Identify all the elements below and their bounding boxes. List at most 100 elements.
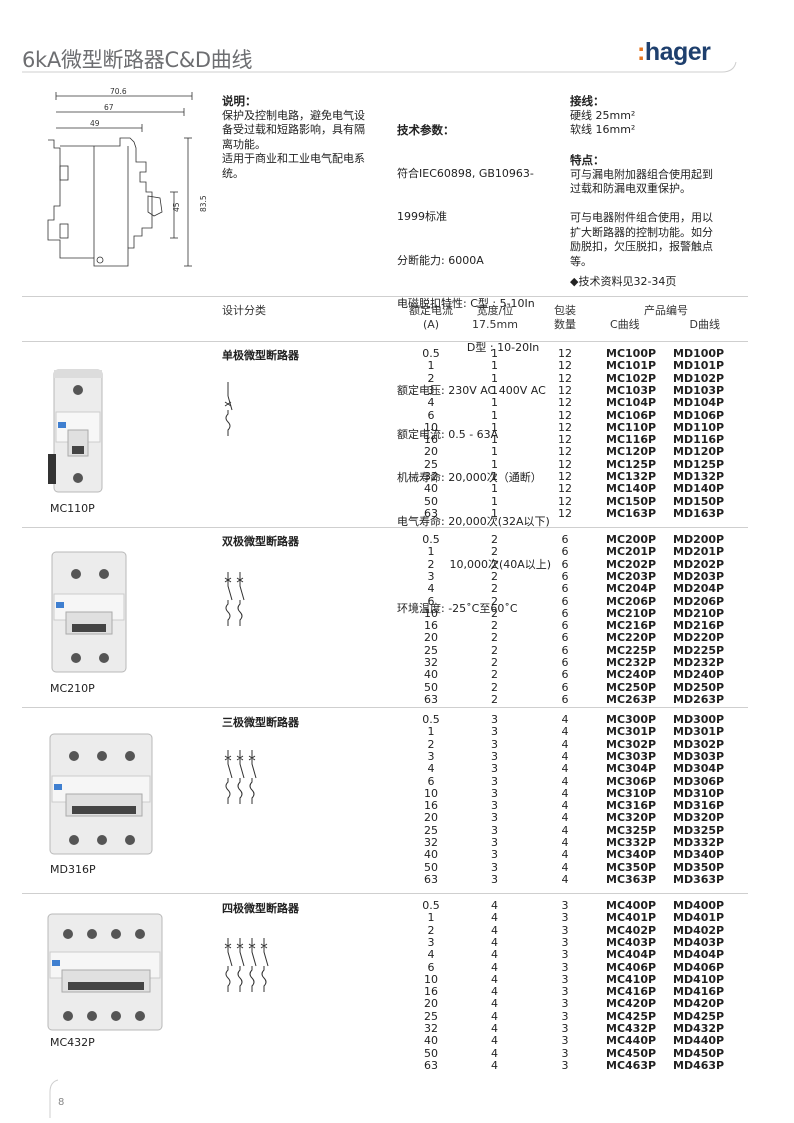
rated-current: 10 <box>424 606 438 620</box>
module-width: 1 <box>491 383 498 397</box>
module-width: 1 <box>491 433 498 447</box>
c-curve-code: MC401P <box>606 911 657 925</box>
c-curve-code: MC204P <box>606 582 657 596</box>
wiring-heading: 接线： <box>570 94 605 108</box>
description-line: 离功能。 <box>222 137 266 151</box>
col-code: 产品编号 C曲线 D曲线 <box>606 304 726 331</box>
d-curve-code: MD440P <box>673 1034 725 1048</box>
pack-quantity: 6 <box>561 619 569 633</box>
pack-quantity: 4 <box>561 799 569 813</box>
module-width: 3 <box>491 786 498 800</box>
d-curve-code: MD110P <box>673 420 725 434</box>
c-curve-code: MC220P <box>606 631 657 645</box>
d-curve-code: MD132P <box>673 470 725 483</box>
features-line: 等。 <box>570 254 592 268</box>
c-curve-code: MC125P <box>606 457 657 471</box>
c-curve-code: MC363P <box>606 872 657 886</box>
module-width: 3 <box>491 811 498 825</box>
d-curve-code: MD125P <box>673 457 725 471</box>
d-curve-code: MD102P <box>673 371 725 385</box>
product-label-4p: MC432P <box>50 1036 95 1049</box>
rated-current: 1 <box>427 911 435 925</box>
c-curve-code: MC410P <box>606 972 657 986</box>
pack-quantity: 6 <box>561 606 569 620</box>
c-curve-code: MC116P <box>606 433 657 447</box>
module-width: 2 <box>491 557 498 571</box>
c-curve-code: MC463P <box>606 1058 657 1072</box>
c-curve-code: MC400P <box>606 899 657 912</box>
c-curve-code: MC406P <box>606 960 657 974</box>
pack-quantity: 6 <box>561 582 569 596</box>
pack-quantity: 4 <box>561 774 569 788</box>
rated-current: 16 <box>424 619 438 633</box>
c-curve-code: MC203P <box>606 569 657 583</box>
pack-quantity: 6 <box>561 594 569 608</box>
c-curve-code: MC450P <box>606 1046 657 1060</box>
tech-line: 电气寿命: 20,000次(32A以下) <box>397 514 550 528</box>
module-width: 3 <box>491 713 498 726</box>
c-curve-code: MC332P <box>606 836 657 849</box>
d-curve-code: MD150P <box>673 494 725 508</box>
c-curve-code: MC263P <box>606 692 657 706</box>
breaker-2p-image <box>51 551 127 673</box>
rated-current: 6 <box>427 774 435 788</box>
dim-45: 45 <box>172 202 181 212</box>
module-width: 1 <box>491 506 498 520</box>
rated-current: 63 <box>424 506 438 520</box>
tech-line: 电磁脱扣特性: C型 : 5-10In <box>397 297 535 310</box>
d-curve-code: MD302P <box>673 737 725 751</box>
circuit-symbol-3p <box>224 750 257 804</box>
module-width: 1 <box>491 347 498 360</box>
pack-quantity: 6 <box>561 680 569 694</box>
d-curve-code: MD204P <box>673 582 725 596</box>
pack-quantity: 3 <box>561 899 569 912</box>
c-curve-code: MC202P <box>606 557 657 571</box>
d-curve-code: MD120P <box>673 445 725 459</box>
circuit-symbol-1p <box>224 382 233 436</box>
description-line: 适用于商业和工业电气配电系 <box>222 152 365 165</box>
c-curve-code: MC432P <box>606 1022 657 1035</box>
pack-quantity: 4 <box>561 762 569 776</box>
page-title: 6kA微型断路器C&D曲线 <box>22 48 253 72</box>
c-curve-code: MC106P <box>606 408 657 422</box>
pack-quantity: 12 <box>558 396 572 410</box>
d-curve-code: MD463P <box>673 1058 725 1072</box>
module-width: 4 <box>491 899 498 912</box>
d-curve-code: MD220P <box>673 631 725 645</box>
c-curve-code: MC101P <box>606 359 657 373</box>
d-curve-code: MD320P <box>673 811 725 825</box>
c-curve-code: MC102P <box>606 371 657 385</box>
rated-current: 2 <box>427 371 435 385</box>
tech-line: 10,000次(40A以上) <box>397 558 552 571</box>
product-label-3p: MD316P <box>50 863 96 876</box>
pack-quantity: 12 <box>558 433 572 447</box>
col-width: 宽度/位 17.5mm <box>466 304 524 331</box>
pack-quantity: 4 <box>561 737 569 751</box>
dim-49: 49 <box>90 119 100 128</box>
pack-quantity: 4 <box>561 848 569 862</box>
c-curve-code: MC304P <box>606 762 657 776</box>
c-curve-code: MC402P <box>606 923 657 937</box>
d-curve-code: MD304P <box>673 762 725 776</box>
dim-67: 67 <box>104 103 114 112</box>
col-pack-unit: 数量 <box>554 317 576 331</box>
d-curve-code: MD301P <box>673 725 725 739</box>
rated-current: 50 <box>424 680 438 694</box>
wiring-solid: 硬线 25mm² <box>570 108 636 122</box>
d-curve-code: MD101P <box>673 359 725 373</box>
c-curve-code: MC240P <box>606 668 657 682</box>
module-width: 3 <box>491 836 498 849</box>
d-curve-code: MD206P <box>673 594 725 608</box>
hager-logo: :hager <box>637 38 711 66</box>
section-rule <box>22 707 748 708</box>
c-curve-code: MC232P <box>606 656 657 669</box>
pack-quantity: 6 <box>561 545 569 559</box>
d-curve-code: MD432P <box>673 1022 725 1035</box>
module-width: 3 <box>491 823 498 837</box>
rated-current: 2 <box>427 737 435 751</box>
pack-quantity: 4 <box>561 786 569 800</box>
d-curve-code: MD232P <box>673 656 725 669</box>
rated-current: 2 <box>427 923 435 937</box>
d-curve-code: MD240P <box>673 668 725 682</box>
pack-quantity: 3 <box>561 1046 569 1060</box>
